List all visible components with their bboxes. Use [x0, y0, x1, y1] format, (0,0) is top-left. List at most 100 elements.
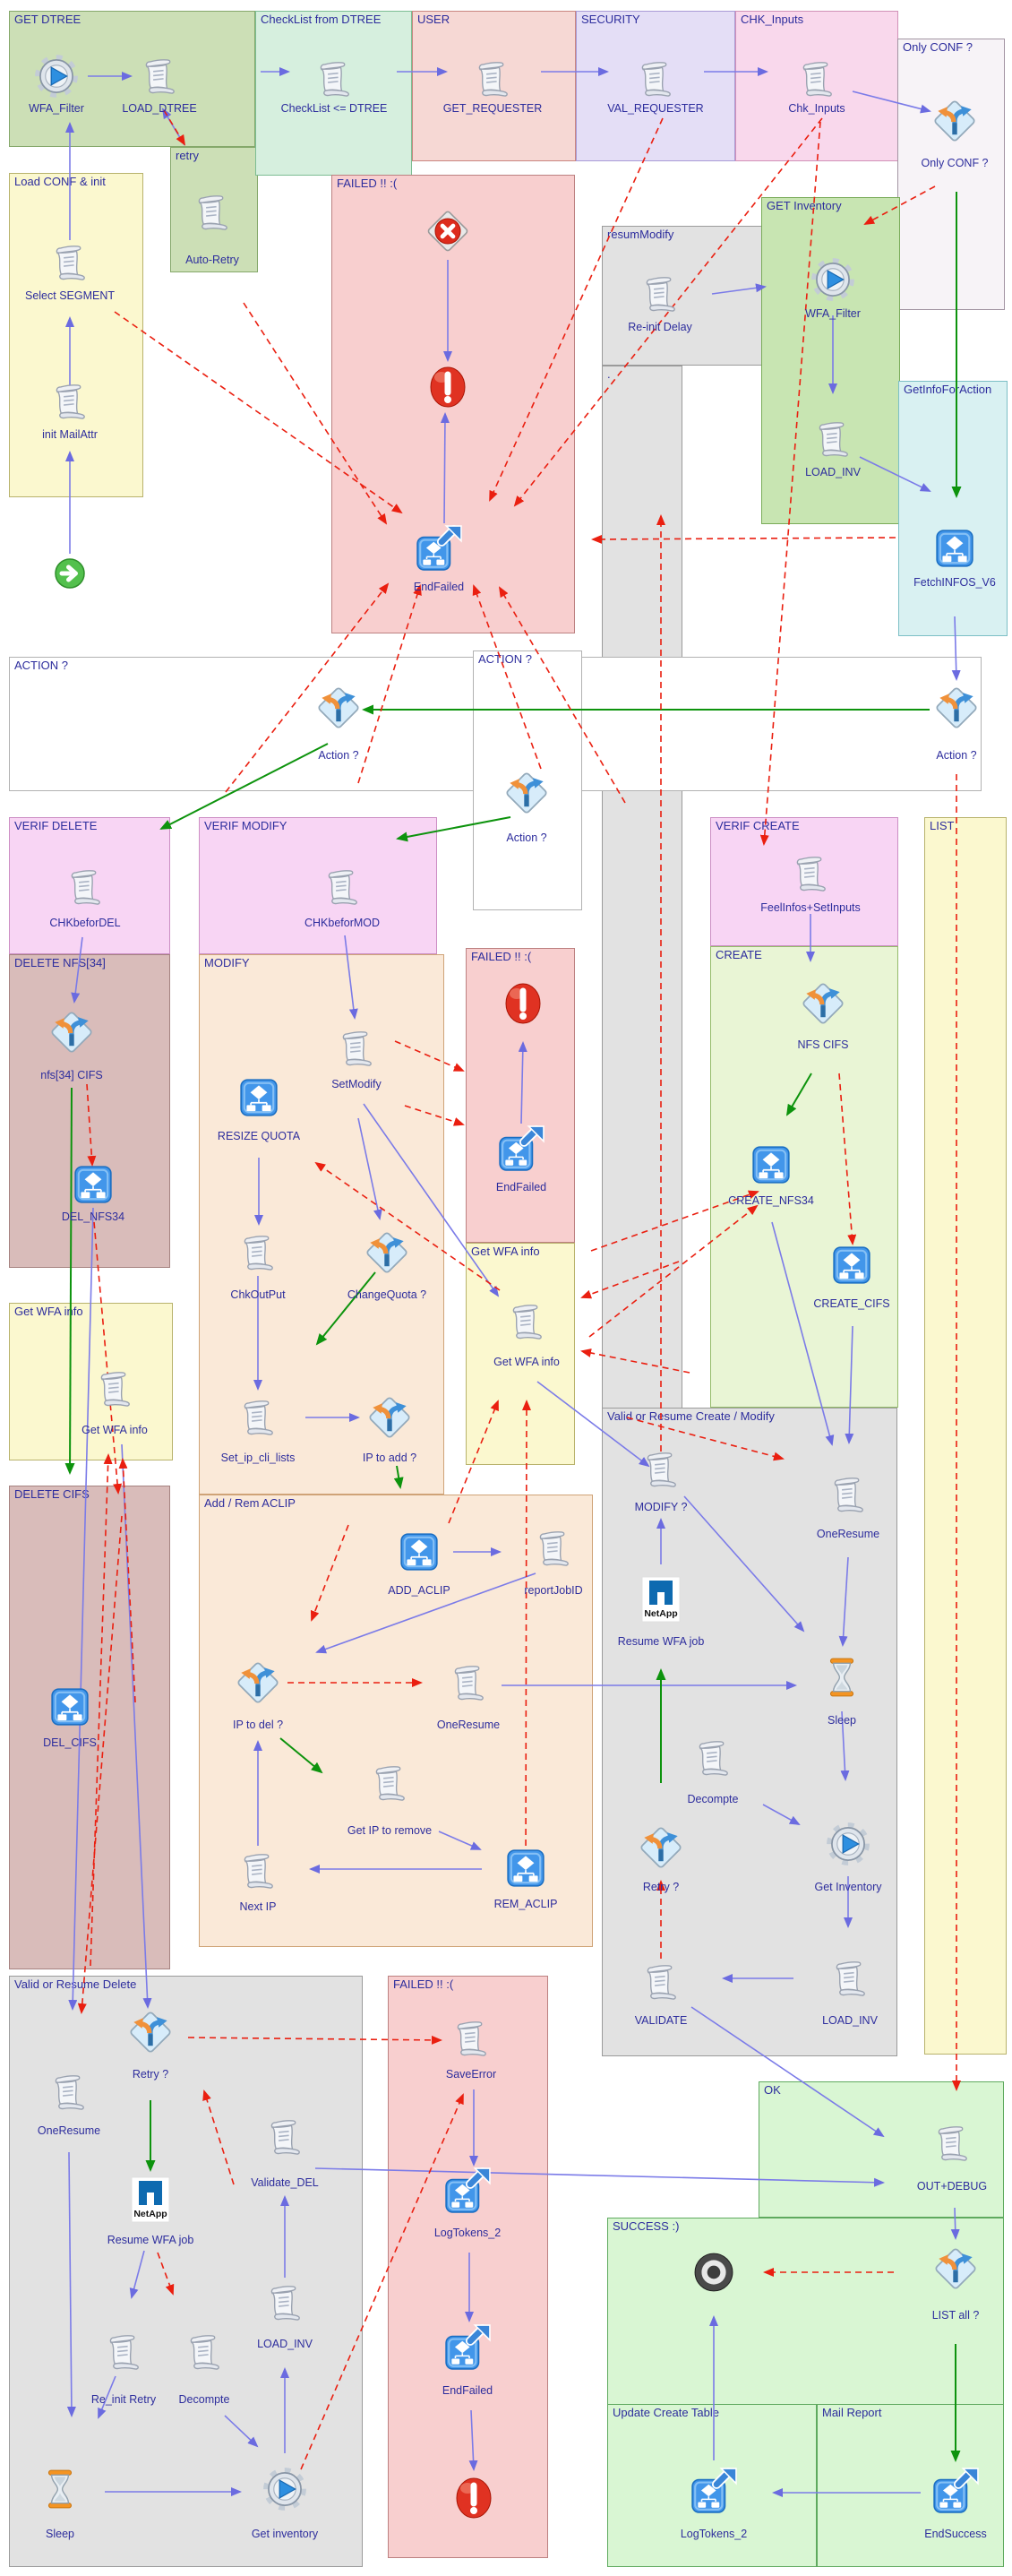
- script-scroll-icon: [184, 2331, 225, 2373]
- group-title: Only CONF ?: [903, 40, 973, 54]
- group-title: GET Inventory: [767, 199, 842, 212]
- failure-connector: [591, 534, 896, 544]
- group-get-wfa-info-mid: Get WFA info: [466, 1243, 575, 1465]
- flow-connector: [314, 2167, 885, 2187]
- flow-connector: [771, 1221, 835, 1446]
- failure-connector: [588, 1204, 759, 1338]
- group-title: USER: [417, 13, 450, 26]
- script-scroll-icon: [103, 2331, 144, 2373]
- filter-gear-icon: [31, 51, 81, 101]
- group-title: VERIF MODIFY: [204, 819, 287, 832]
- success-connector: [315, 1271, 376, 1346]
- node-label: ADD_ACLIP: [388, 1584, 450, 1597]
- failure-connector: [863, 185, 936, 225]
- script-scroll-icon: [237, 1397, 279, 1438]
- failure-connector: [521, 1400, 531, 1879]
- group-ok: OK: [759, 2081, 1004, 2218]
- node-label: Action ?: [936, 749, 977, 762]
- netapp-logo-icon: NetApp: [641, 1576, 681, 1623]
- node-label: WFA_Filter: [805, 307, 861, 320]
- node-label: ChkOutPut: [230, 1288, 286, 1301]
- script-scroll-icon: [640, 1961, 682, 2003]
- node-label: OneResume: [436, 1719, 501, 1731]
- failure-connector: [472, 584, 542, 770]
- decision-branch-icon: [930, 96, 980, 146]
- group-title: FAILED !! :(: [393, 1977, 454, 1991]
- node-label: FetchINFOS_V6: [913, 576, 996, 589]
- group-only-conf: Only CONF ?: [897, 39, 1005, 310]
- failure-connector: [77, 1515, 123, 2014]
- filter-gear-icon: [260, 2464, 310, 2514]
- failure-connector: [310, 1524, 349, 1622]
- failure-icon: [503, 981, 543, 1026]
- failure-connector: [404, 1105, 465, 1126]
- subworkflow-icon: [831, 1245, 872, 1286]
- start-arrow-icon: [54, 557, 86, 590]
- failure-connector: [489, 117, 664, 502]
- flow-connector: [224, 2415, 259, 2448]
- node-label: GET_REQUESTER: [442, 102, 543, 115]
- group-title: MODIFY: [204, 956, 250, 969]
- flow-connector: [363, 1103, 500, 1297]
- node-label: Next IP: [239, 1900, 277, 1913]
- group-valid-resume-delete: Valid or Resume Delete: [9, 1976, 363, 2567]
- failure-icon: [454, 2476, 493, 2520]
- script-scroll-icon: [639, 273, 681, 314]
- group-get-inventory: GET Inventory: [761, 197, 900, 524]
- node-label: VAL_REQUESTER: [607, 102, 704, 115]
- script-scroll-icon: [64, 866, 106, 908]
- success-connector: [393, 1465, 404, 1489]
- failure-connector: [513, 117, 823, 507]
- failure-connector: [759, 121, 821, 846]
- script-scroll-icon: [828, 1474, 869, 1515]
- decision-branch-icon: [931, 2244, 981, 2294]
- script-scroll-icon: [322, 866, 363, 908]
- failure-connector: [626, 1417, 785, 1461]
- script-scroll-icon: [336, 1028, 377, 1069]
- node-label: RESIZE QUOTA: [217, 1130, 301, 1142]
- external-workflow-icon: [932, 2468, 979, 2514]
- node-label: CREATE_CIFS: [813, 1297, 890, 1310]
- group-title: retry: [176, 149, 199, 162]
- decision-branch-icon: [364, 1392, 415, 1443]
- failure-connector: [243, 302, 388, 525]
- group-title: CHK_Inputs: [741, 13, 804, 26]
- flow-connector: [852, 90, 931, 114]
- node-label: EndFailed: [495, 1181, 547, 1193]
- node-label: LIST all ?: [931, 2309, 980, 2322]
- group-list: LIST: [924, 817, 1007, 2055]
- failure-connector: [590, 1190, 759, 1252]
- node-label: LOAD_INV: [805, 466, 861, 478]
- group-load-conf-init: Load CONF & init: [9, 173, 143, 497]
- node-label: Validate_DEL: [251, 2176, 319, 2189]
- node-label: Re-init Delay: [628, 321, 692, 333]
- flow-connector: [950, 2207, 960, 2240]
- script-scroll-icon: [472, 58, 513, 99]
- flow-connector: [357, 1117, 382, 1220]
- failure-connector: [157, 2252, 175, 2296]
- failure-icon: [428, 365, 467, 409]
- external-workflow-icon: [444, 2167, 491, 2214]
- node-label: CheckList <= DTREE: [280, 102, 388, 115]
- node-label: OneResume: [816, 1528, 880, 1540]
- flow-connector: [951, 616, 961, 681]
- script-scroll-icon: [237, 1850, 279, 1891]
- node-label: LOAD_DTREE: [122, 102, 197, 115]
- group-title: Get WFA info: [14, 1305, 83, 1318]
- group-title: FAILED !! :(: [337, 177, 398, 190]
- group-title: LIST: [930, 819, 955, 832]
- failure-connector: [448, 1400, 499, 1524]
- flow-connector: [690, 2006, 885, 2138]
- script-scroll-icon: [192, 192, 233, 233]
- success-connector: [159, 743, 329, 830]
- node-label: MODIFY ?: [634, 1501, 688, 1513]
- hourglass-icon: [39, 2468, 81, 2510]
- script-scroll-icon: [640, 1449, 682, 1490]
- group-get-wfa-info-left: Get WFA info: [9, 1303, 173, 1460]
- subworkflow-icon: [238, 1077, 279, 1118]
- group-verif-create: VERIF CREATE: [710, 817, 898, 946]
- script-scroll-icon: [264, 2282, 305, 2323]
- node-label: Decompte: [687, 1793, 739, 1805]
- success-connector: [64, 1087, 75, 1475]
